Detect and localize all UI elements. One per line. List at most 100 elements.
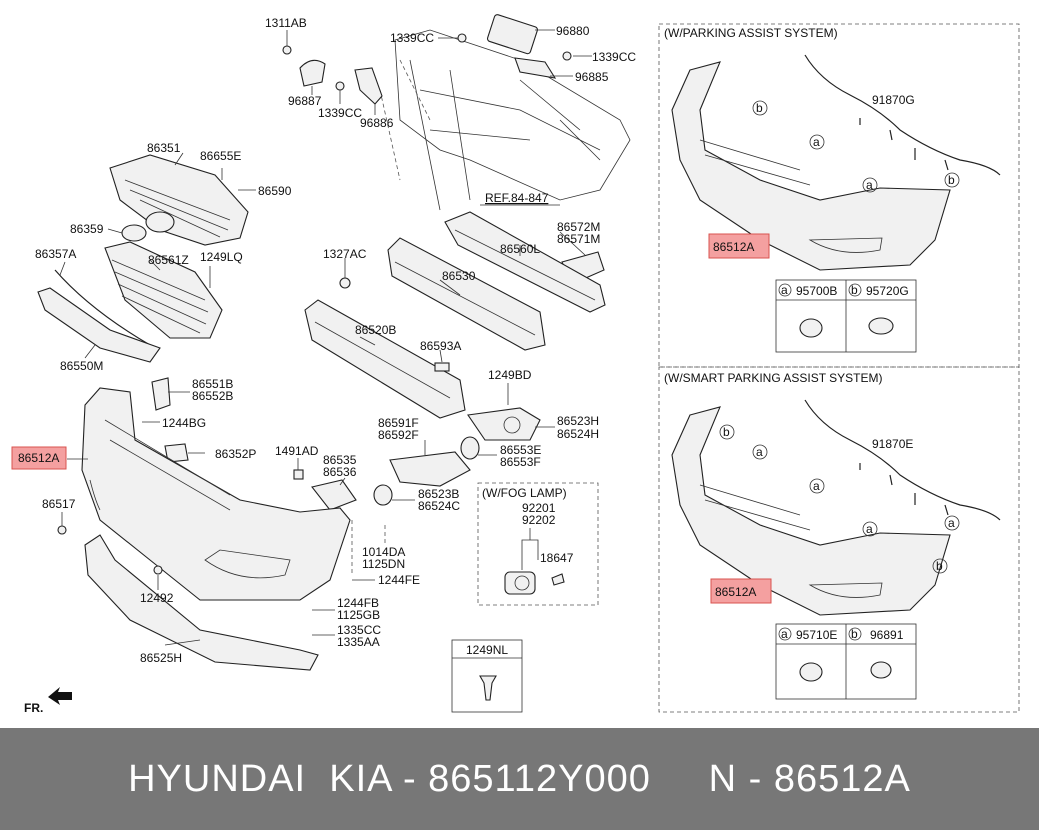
label-86523H: 86523H [557, 414, 599, 428]
parking-assist-title: (W/PARKING ASSIST SYSTEM) [664, 26, 838, 40]
pas-wiring-91870G [804, 54, 1001, 176]
label-86572M: 86572M [557, 220, 600, 234]
nut-1339CC-c [335, 81, 345, 91]
grille-lower-86561Z [104, 241, 223, 339]
label-86530: 86530 [442, 269, 476, 283]
label-1311AB: 1311AB [265, 16, 307, 30]
label-86592F: 86592F [378, 428, 419, 442]
label-fr: FR. [24, 701, 43, 715]
label-86512A: 86512A [18, 451, 59, 465]
label-18647: 18647 [540, 551, 574, 565]
ring-86553E [460, 436, 480, 460]
front-bumper-86512A [81, 387, 351, 601]
spas-callout-b2: b [936, 559, 943, 573]
bulb-18647 [551, 573, 565, 586]
emblem-86359 [121, 211, 175, 242]
bracket-96887 [299, 59, 326, 87]
label-86520B: 86520B [355, 323, 396, 337]
pas-sensor-b: b [851, 283, 858, 297]
label-86352P: 86352P [215, 447, 256, 461]
sensor-96880 [486, 14, 538, 55]
label-96880: 96880 [556, 24, 590, 38]
screw-12492 [153, 565, 163, 575]
label-86552B: 86552B [192, 389, 233, 403]
bracket-96885 [514, 57, 557, 79]
label-86359: 86359 [70, 222, 104, 236]
label-86535: 86535 [323, 453, 357, 467]
label-1491AD: 1491AD [275, 444, 319, 458]
label-86357A: 86357A [35, 247, 76, 261]
label-86560L: 86560L [500, 242, 540, 256]
fr-arrow-icon [48, 687, 72, 705]
label-96891: 96891 [870, 628, 904, 642]
label-92201: 92201 [522, 501, 556, 515]
parts-diagram: 1311AB 1339CC 96880 1339CC 96885 96887 1… [11, 14, 1020, 715]
spas-sensor-b: b [851, 627, 858, 641]
label-86655E: 86655E [200, 149, 241, 163]
absorber-86520B [304, 299, 466, 419]
label-86525H: 86525H [140, 651, 182, 665]
label-86593A: 86593A [420, 339, 461, 353]
pas-callout-b2: b [948, 173, 955, 187]
label-1249NL: 1249NL [466, 643, 508, 657]
label-1125DN: 1125DN [362, 557, 405, 571]
label-91870E: 91870E [872, 437, 913, 451]
label-91870G: 91870G [872, 93, 915, 107]
fog-lamp-box: (W/FOG LAMP) 92201 92202 18647 [477, 482, 599, 606]
parking-assist-panel: (W/PARKING ASSIST SYSTEM) 91870G 86512A … [658, 23, 1020, 368]
label-1335CC: 1335CC [337, 623, 381, 637]
bolt-1311AB [282, 45, 292, 55]
clip-86593A [434, 362, 450, 372]
part-86512A-highlight [11, 446, 67, 470]
spas-bumper [671, 406, 951, 616]
label-1249BD: 1249BD [488, 368, 532, 382]
sensor-96891 [870, 661, 892, 679]
label-12492: 12492 [140, 591, 174, 605]
spas-sensor-table: a 95710E b 96891 [775, 623, 917, 700]
label-86591F: 86591F [378, 416, 419, 430]
label-1125GB: 1125GB [337, 608, 380, 622]
sensor-95710E [799, 662, 823, 682]
beam-86560L [444, 211, 606, 313]
label-1327AC: 1327AC [323, 247, 367, 261]
spas-sensor-a: a [781, 627, 788, 641]
label-95700B: 95700B [796, 284, 837, 298]
ring-86523B [373, 484, 393, 506]
pas-part-86512A-highlight [708, 233, 770, 259]
label-96886: 96886 [360, 116, 394, 130]
label-1244FB: 1244FB [337, 596, 379, 610]
smart-parking-assist-panel: (W/SMART PARKING ASSIST SYSTEM) 91870E 8… [658, 366, 1020, 713]
label-1244BG: 1244BG [162, 416, 206, 430]
label-86551B: 86551B [192, 377, 233, 391]
pas-label-86512A: 86512A [713, 240, 754, 254]
molding-86550M [37, 287, 161, 363]
label-86561Z: 86561Z [148, 253, 189, 267]
label-96885: 96885 [575, 70, 609, 84]
smart-parking-assist-title: (W/SMART PARKING ASSIST SYSTEM) [664, 371, 882, 385]
spas-wiring-91870E [804, 399, 1001, 521]
label-86524H: 86524H [557, 427, 599, 441]
label-ref: REF.84-847 [485, 191, 549, 205]
screw-1249NL [479, 675, 497, 701]
fog-cover-86591F [389, 451, 471, 487]
pas-sensor-table: a 95700B b 95720G [775, 279, 917, 353]
fog-cover-86523H [467, 407, 541, 441]
label-1014DA: 1014DA [362, 545, 405, 559]
fog-lamp-92201 [504, 571, 536, 595]
bracket-96886 [354, 67, 383, 105]
bracket-86352P [164, 443, 189, 463]
label-86571M: 86571M [557, 232, 600, 246]
sensor-95700B [799, 318, 823, 338]
label-1249LQ: 1249LQ [200, 250, 243, 264]
label-1339CC-c: 1339CC [318, 106, 362, 120]
nut-1339CC-b [562, 51, 572, 61]
part-number-banner: HYUNDAI KIA - 865112Y000 N - 86512A [0, 728, 1039, 830]
pas-callout-a1: a [813, 135, 820, 149]
label-95720G: 95720G [866, 284, 909, 298]
label-86553E: 86553E [500, 443, 541, 457]
lip-86525H [84, 534, 319, 671]
fog-lamp-title: (W/FOG LAMP) [482, 486, 567, 500]
label-86523B: 86523B [418, 487, 459, 501]
fastener-1249NL-box: 1249NL [451, 639, 523, 713]
pas-callout-b1: b [756, 101, 763, 115]
